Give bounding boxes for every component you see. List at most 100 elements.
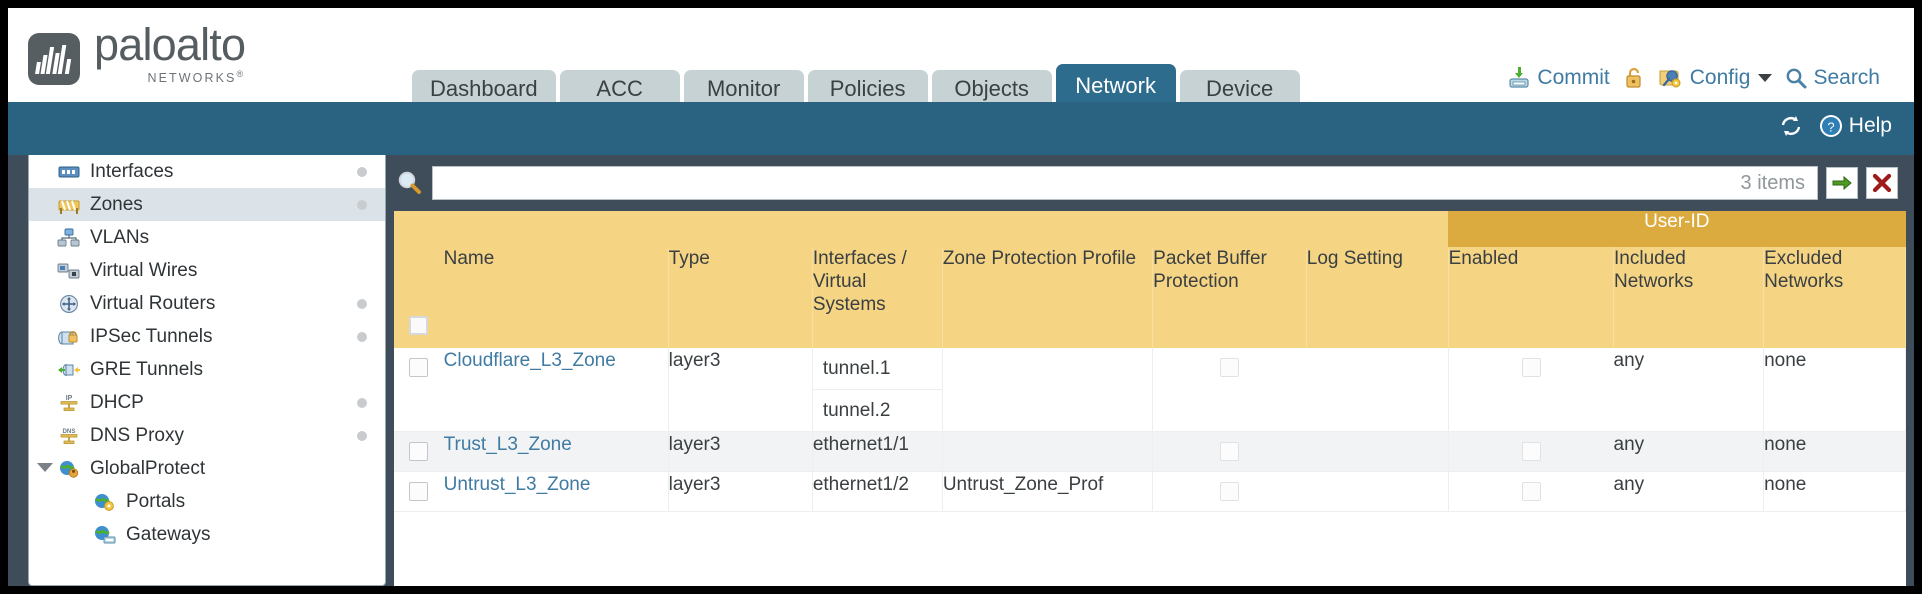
- enabled-checkbox[interactable]: [1521, 358, 1541, 378]
- ipsec-tunnels-icon: [57, 327, 81, 347]
- vlans-icon: [57, 228, 81, 248]
- masthead-actions: Commit: [1507, 66, 1880, 90]
- sidebar-item-dhcp[interactable]: IP DHCP: [29, 386, 385, 419]
- row-checkbox[interactable]: [409, 358, 429, 378]
- row-checkbox[interactable]: [409, 482, 429, 502]
- table-row[interactable]: Trust_L3_Zone layer3 ethernet1/1: [394, 431, 1906, 472]
- zone-name-link[interactable]: Trust_L3_Zone: [443, 434, 572, 455]
- tab-network[interactable]: Network: [1055, 64, 1176, 108]
- cell-log-setting: [1306, 348, 1449, 432]
- cell-zone-protection-profile: Untrust_Zone_Prof: [942, 471, 1154, 512]
- status-dot: [357, 299, 367, 309]
- interfaces-icon: [57, 162, 81, 182]
- interface-entry: tunnel.2: [822, 400, 891, 421]
- green-arrow-icon: [1831, 173, 1853, 193]
- col-header-zone-protection-profile[interactable]: Zone Protection Profile: [942, 247, 1154, 348]
- col-header-log-setting[interactable]: Log Setting: [1306, 247, 1449, 348]
- sidebar-item-gre-tunnels[interactable]: GRE Tunnels: [29, 353, 385, 386]
- zones-table-wrapper: User-ID Name Type Interfaces / Virtual S…: [394, 211, 1906, 586]
- search-input[interactable]: 3 items: [432, 166, 1818, 200]
- virtual-routers-icon: [57, 294, 81, 314]
- brand-logo[interactable]: paloalto NETWORKS®: [28, 22, 246, 86]
- col-header-type[interactable]: Type: [668, 247, 813, 348]
- packet-buffer-protection-checkbox[interactable]: [1220, 482, 1240, 502]
- table-group-header-row: User-ID: [394, 211, 1906, 247]
- packet-buffer-protection-checkbox[interactable]: [1220, 358, 1240, 378]
- cell-name: Untrust_L3_Zone: [443, 471, 669, 512]
- tab-device[interactable]: Device: [1179, 70, 1300, 108]
- col-header-excluded-networks[interactable]: Excluded Networks: [1763, 247, 1906, 348]
- col-header-interfaces[interactable]: Interfaces / Virtual Systems: [812, 247, 943, 348]
- lock-button[interactable]: [1623, 66, 1645, 90]
- sidebar-item-label: Virtual Wires: [90, 259, 198, 281]
- group-header-spacer: [394, 211, 1449, 247]
- tab-dashboard[interactable]: Dashboard: [412, 70, 556, 108]
- sidebar-item-portals[interactable]: Portals: [29, 485, 385, 518]
- col-header-packet-buffer-protection[interactable]: Packet Buffer Protection: [1152, 247, 1307, 348]
- cell-zone-protection-profile: [942, 348, 1154, 432]
- zone-name-link[interactable]: Untrust_L3_Zone: [443, 474, 591, 495]
- clear-filter-button[interactable]: [1866, 167, 1898, 199]
- commit-button[interactable]: Commit: [1507, 66, 1610, 90]
- help-question-icon: ?: [1818, 113, 1844, 139]
- help-button[interactable]: ? Help: [1818, 113, 1892, 139]
- masthead: paloalto NETWORKS® Dashboard ACC Monitor…: [8, 8, 1914, 108]
- col-header-included-networks[interactable]: Included Networks: [1613, 247, 1765, 348]
- zone-name-link[interactable]: Cloudflare_L3_Zone: [443, 350, 616, 371]
- config-label: Config: [1689, 66, 1751, 89]
- content-panel: 3 items: [394, 155, 1906, 586]
- sidebar-item-virtual-routers[interactable]: Virtual Routers: [29, 287, 385, 320]
- tab-acc[interactable]: ACC: [559, 70, 680, 108]
- refresh-icon[interactable]: [1778, 114, 1804, 138]
- sidebar-item-ipsec-tunnels[interactable]: IPSec Tunnels: [29, 320, 385, 353]
- config-menu[interactable]: Config: [1658, 66, 1773, 90]
- sidebar-item-virtual-wires[interactable]: Virtual Wires: [29, 254, 385, 287]
- status-dot: [357, 200, 367, 210]
- cell-type: layer3: [668, 431, 813, 472]
- brand-wordmark: paloalto NETWORKS®: [94, 22, 246, 86]
- sidebar-item-gateways[interactable]: Gateways: [29, 518, 385, 551]
- sidebar-item-vlans[interactable]: VLANs: [29, 221, 385, 254]
- search-button[interactable]: Search: [1785, 66, 1880, 90]
- cell-name: Trust_L3_Zone: [443, 431, 669, 472]
- search-magnifier-icon[interactable]: [396, 169, 424, 197]
- col-header-name[interactable]: Name: [443, 247, 669, 348]
- enabled-checkbox[interactable]: [1521, 442, 1541, 462]
- cell-packet-buffer-protection: [1152, 471, 1307, 512]
- sidebar-item-zones[interactable]: Zones: [29, 188, 385, 221]
- row-select-cell: [394, 471, 444, 512]
- sidebar-item-interfaces[interactable]: Interfaces: [29, 155, 385, 188]
- cell-enabled: [1448, 348, 1614, 432]
- row-checkbox[interactable]: [409, 442, 429, 462]
- sidebar-item-dns-proxy[interactable]: DNS DNS Proxy: [29, 419, 385, 452]
- cell-interfaces: tunnel.1 tunnel.2: [812, 348, 943, 432]
- cell-excluded-networks: none: [1763, 431, 1906, 472]
- sidebar-item-globalprotect[interactable]: GlobalProtect: [29, 452, 385, 485]
- tab-policies[interactable]: Policies: [807, 70, 928, 108]
- packet-buffer-protection-checkbox[interactable]: [1220, 442, 1240, 462]
- item-count-label: 3 items: [1740, 171, 1805, 194]
- cell-type: layer3: [668, 348, 813, 432]
- col-header-enabled[interactable]: Enabled: [1448, 247, 1615, 348]
- commit-label: Commit: [1537, 66, 1610, 89]
- brand-tagline: NETWORKS®: [147, 69, 246, 86]
- virtual-wires-icon: [57, 261, 81, 281]
- chevron-down-icon[interactable]: [1758, 74, 1773, 82]
- select-all-checkbox[interactable]: [409, 316, 429, 336]
- tab-monitor[interactable]: Monitor: [683, 70, 804, 108]
- table-row[interactable]: Cloudflare_L3_Zone layer3 tunnel.1 tunne…: [394, 348, 1906, 432]
- status-dot: [357, 167, 367, 177]
- apply-filter-button[interactable]: [1826, 167, 1858, 199]
- cell-name: Cloudflare_L3_Zone: [443, 348, 669, 432]
- sidebar-item-label: VLANs: [90, 226, 150, 248]
- table-row[interactable]: Untrust_L3_Zone layer3 ethernet1/2 Untru…: [394, 471, 1906, 512]
- cell-log-setting: [1306, 471, 1449, 512]
- sidebar-item-label: IPSec Tunnels: [90, 325, 213, 347]
- gre-tunnels-icon: [57, 360, 81, 380]
- cell-enabled: [1448, 471, 1614, 512]
- enabled-checkbox[interactable]: [1521, 482, 1541, 502]
- body-area: Interfaces Zones VLANs: [8, 155, 1914, 586]
- chevron-down-icon[interactable]: [37, 463, 53, 472]
- tab-objects[interactable]: Objects: [931, 70, 1052, 108]
